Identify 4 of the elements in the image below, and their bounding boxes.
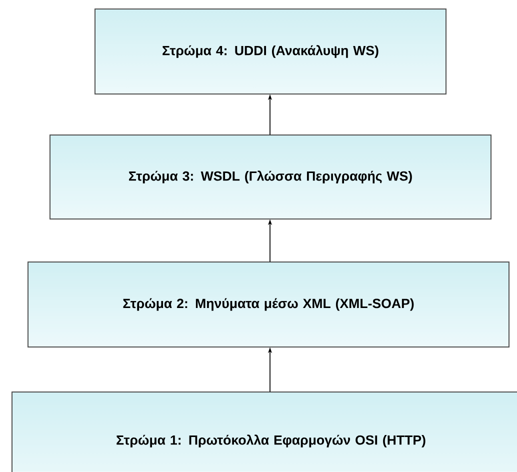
layer-box: Στρώμα 1: Πρωτόκολλα Εφαρμογών OSI (HTTP) (12, 392, 517, 472)
layer-box: Στρώμα 3: WSDL (Γλώσσα Περιγραφής WS) (50, 134, 492, 220)
layer-box: Στρώμα 2: Μηνύματα μέσω XML (XML-SOAP) (28, 262, 510, 348)
layer-box: Στρώμα 4: UDDI (Ανακάλυψη WS) (94, 8, 446, 94)
